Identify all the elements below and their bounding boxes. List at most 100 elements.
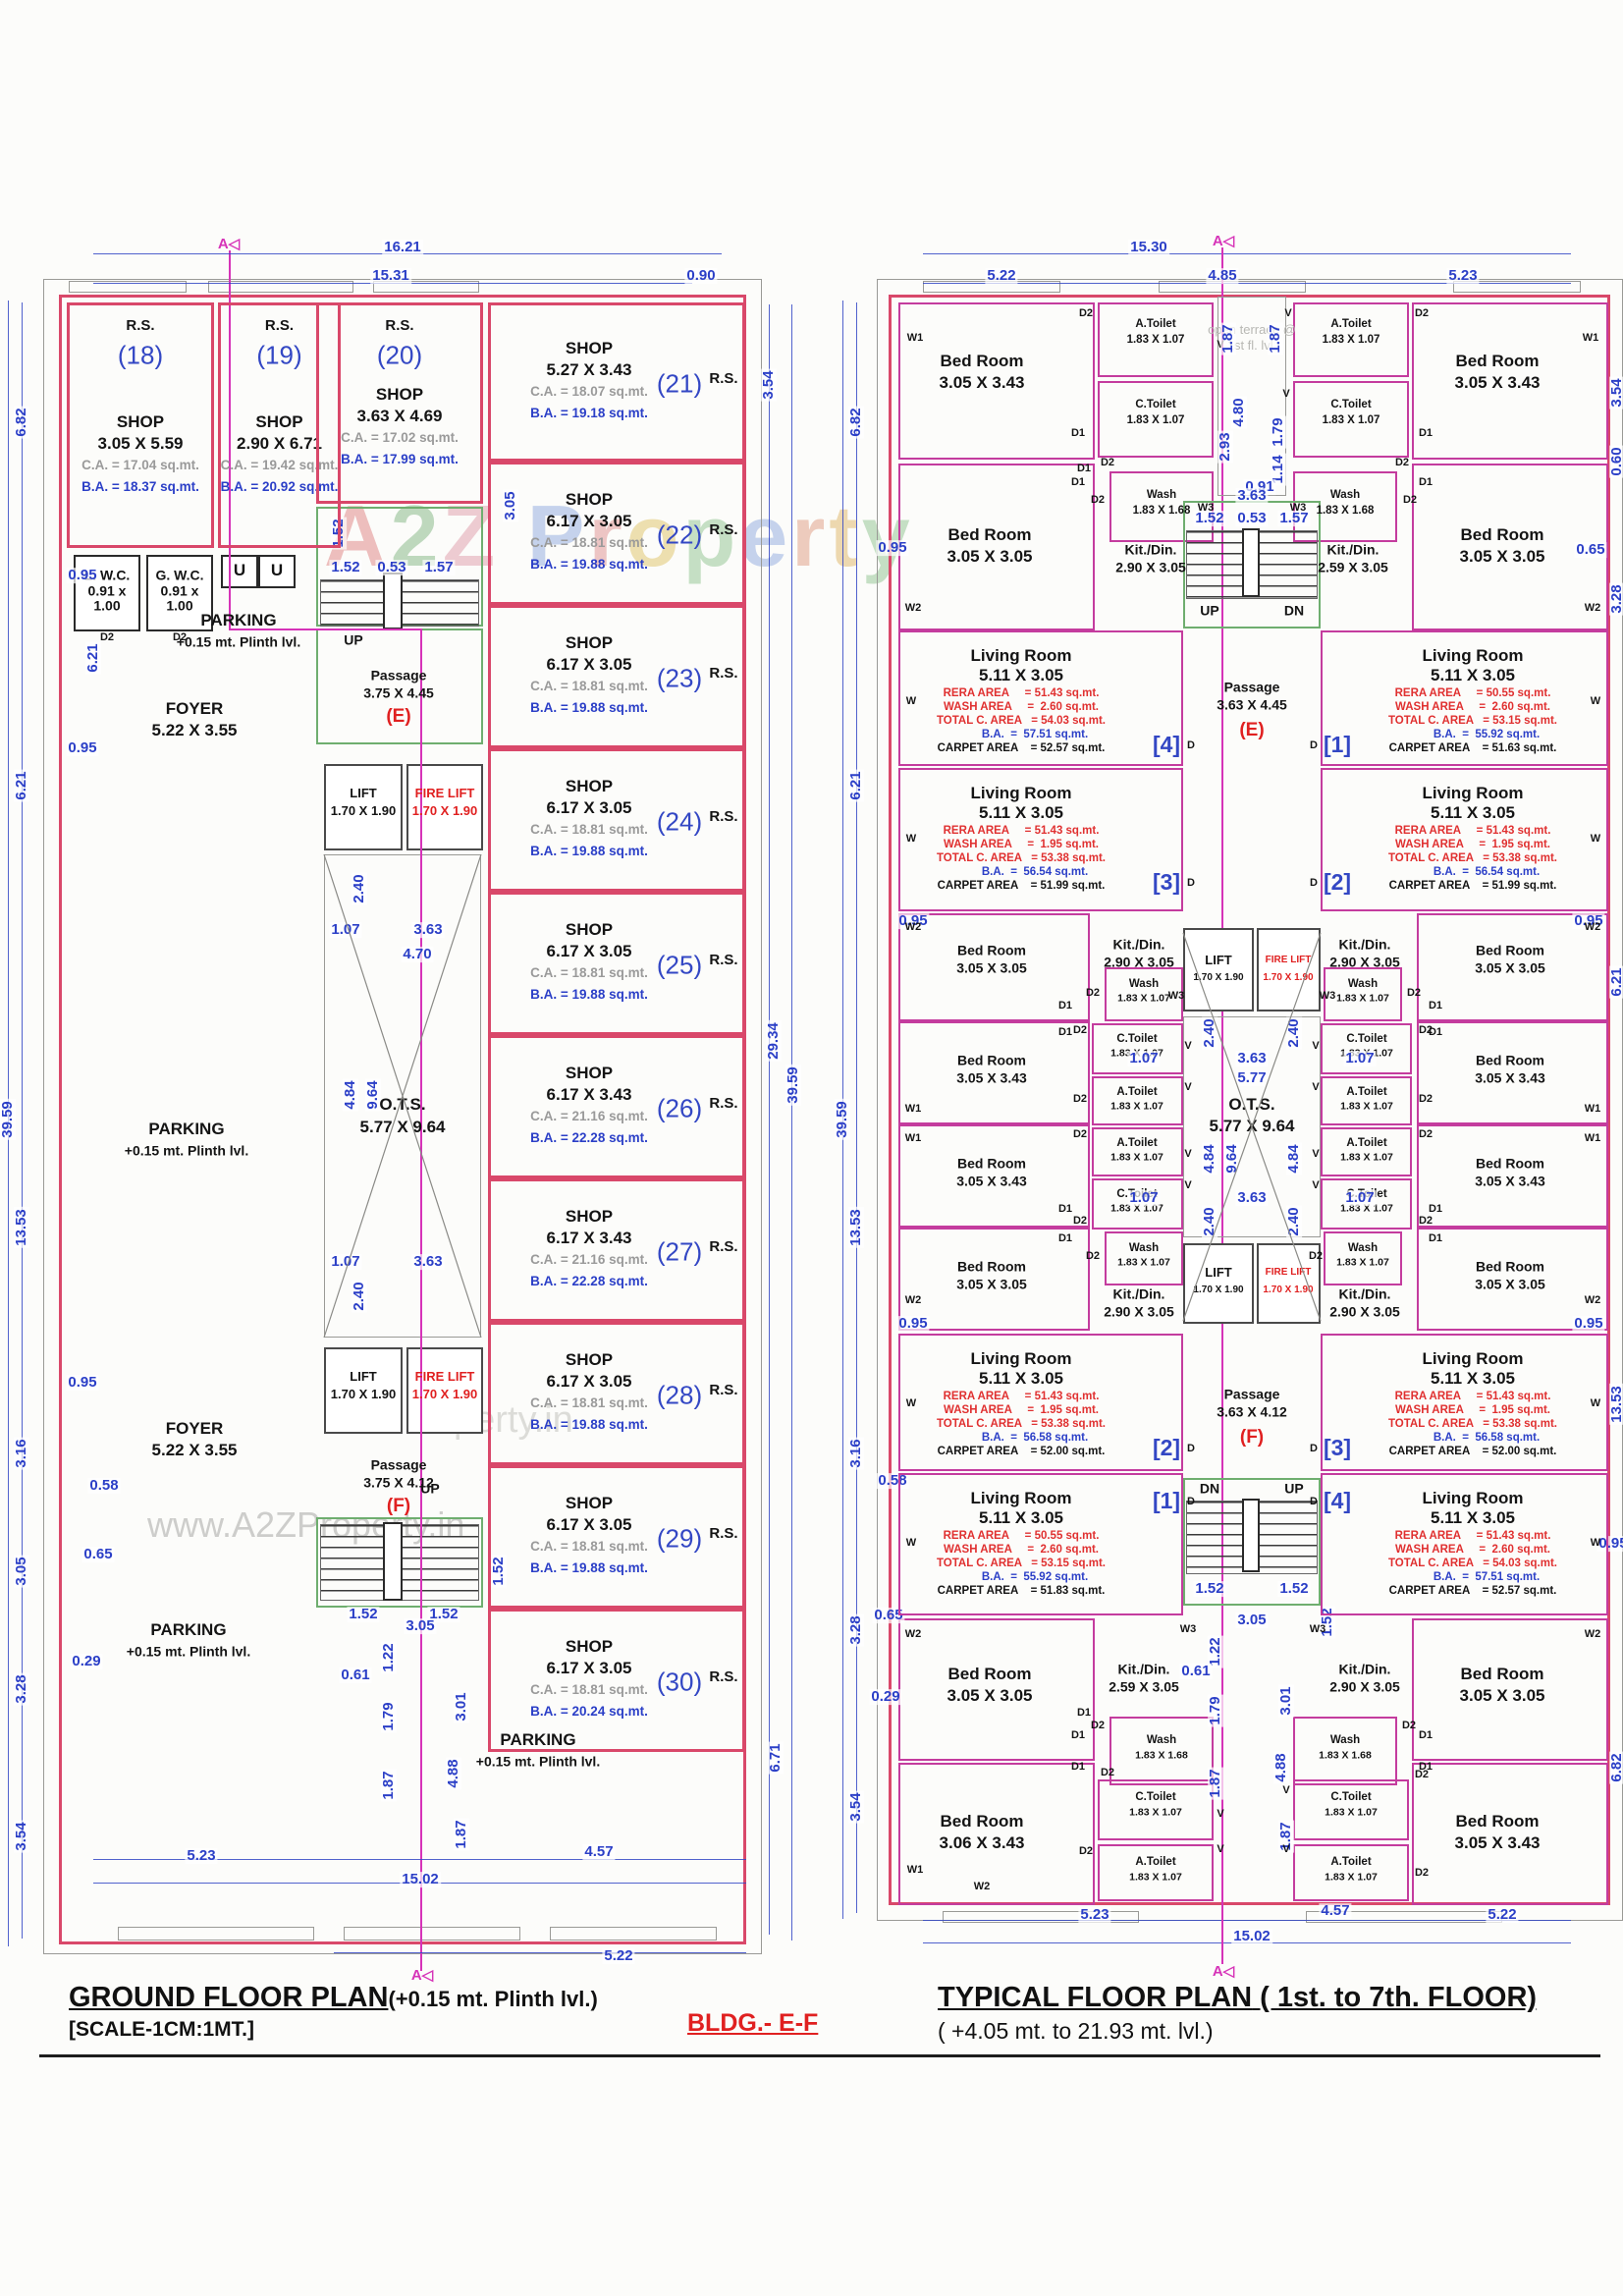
dim-label: 0.95 xyxy=(896,912,930,930)
area-table-row: TOTAL C. AREA = 54.03 sq.mt. xyxy=(1387,1557,1558,1569)
shop-number: (27) xyxy=(656,1236,703,1267)
door-window-label: D1 xyxy=(1057,1026,1073,1039)
room-label: Bed Room xyxy=(1455,1812,1540,1831)
door-window-label: D2 xyxy=(1085,1250,1101,1263)
dim-label: 1.87 xyxy=(1219,322,1237,355)
room-wall xyxy=(1092,1127,1183,1176)
rs-label: R.S. xyxy=(385,317,414,335)
area-table-row: TOTAL C. AREA = 53.38 sq.mt. xyxy=(1387,1417,1558,1430)
door-window-label: D2 xyxy=(1418,1128,1434,1141)
door-window-label: W1 xyxy=(906,332,924,345)
shop-number: (22) xyxy=(656,519,703,550)
door-window-label: D2 xyxy=(1072,1093,1088,1106)
room-label: Bed Room xyxy=(940,352,1024,371)
room-label: 1.83 X 1.07 xyxy=(1126,333,1185,346)
room-label: FOYER xyxy=(165,1419,224,1439)
room-label: C.Toilet xyxy=(1116,1032,1158,1045)
dim-label: 0.95 xyxy=(1572,1315,1605,1333)
room-label: A.Toilet xyxy=(1346,1136,1387,1149)
dim-label: 0.53 xyxy=(375,559,408,576)
door-window-label: D1 xyxy=(1057,1000,1073,1012)
dim-label: 1.52 xyxy=(427,1606,460,1623)
rs-label: R.S. xyxy=(709,370,738,388)
room-label: 2.90 X 6.71 xyxy=(237,434,322,454)
lift-shaft xyxy=(324,1347,403,1434)
door-window-label: W2 xyxy=(904,602,922,615)
door-window-label: V xyxy=(1282,388,1290,401)
room-label: 6.17 X 3.05 xyxy=(546,798,632,818)
dim-label: 3.05 xyxy=(404,1617,437,1635)
dim-label: 1.07 xyxy=(329,921,362,939)
door-window-label: V xyxy=(1282,1843,1290,1856)
door-window-label: D1 xyxy=(1070,427,1086,440)
watermark-letter: r xyxy=(588,487,626,584)
room-wall xyxy=(488,605,745,748)
room-wall xyxy=(1321,1178,1412,1230)
room-label: SHOP xyxy=(565,1494,614,1513)
dim-label: 39.59 xyxy=(0,1099,17,1140)
dimension-rail xyxy=(923,1920,1571,1921)
carpet-area-label: C.A. = 18.81 sq.mt. xyxy=(530,964,648,980)
room-label: 5.11 X 3.05 xyxy=(1430,666,1516,685)
room-label: C.Toilet xyxy=(1346,1032,1387,1045)
dim-label: 1.57 xyxy=(1277,510,1311,527)
area-table-row: WASH AREA = 1.95 sq.mt. xyxy=(944,1403,1099,1416)
room-wall xyxy=(488,1465,745,1609)
door-window-label: D2 xyxy=(1072,1128,1088,1141)
door-window-label: W xyxy=(1590,1397,1601,1410)
door-window-label: D2 xyxy=(1072,1215,1088,1228)
area-table-row: WASH AREA = 2.60 sq.mt. xyxy=(1395,1543,1550,1556)
dim-label: 0.65 xyxy=(81,1546,115,1563)
dimension-rail xyxy=(923,283,1571,284)
lift-label: 1.70 X 1.90 xyxy=(330,1387,397,1402)
dim-label: 1.07 xyxy=(1127,1050,1161,1067)
door-window-label: D1 xyxy=(1076,1707,1092,1720)
door-window-label: W1 xyxy=(906,1864,924,1877)
room-label: A.Toilet xyxy=(1330,1855,1372,1868)
room-wall xyxy=(488,892,745,1035)
room-label: 6.17 X 3.05 xyxy=(546,1659,632,1678)
door-window-label: D2 xyxy=(99,631,115,644)
room-label: Bed Room xyxy=(957,942,1026,958)
area-table-row: B.A. = 56.58 sq.mt. xyxy=(981,1431,1089,1444)
room-label: 5.11 X 3.05 xyxy=(978,803,1064,823)
room-label: 1.83 X 1.07 xyxy=(1336,1256,1389,1269)
room-label: PARKING xyxy=(500,1730,576,1750)
shop-number: (23) xyxy=(656,663,703,693)
room-label: SHOP xyxy=(565,1350,614,1370)
building-label-block: BLDG.- E-F xyxy=(687,2009,818,2038)
rs-label: R.S. xyxy=(709,1525,738,1543)
door-window-label: V xyxy=(1284,307,1292,320)
room-label: SHOP xyxy=(565,339,614,358)
room-label: Bed Room xyxy=(1476,1052,1544,1068)
room-wall xyxy=(898,630,1183,766)
dim-label: 0.95 xyxy=(1572,912,1605,930)
room-wall xyxy=(1293,1717,1397,1785)
dim-label: 4.57 xyxy=(1319,1902,1352,1920)
dim-label: 0.95 xyxy=(1596,1536,1623,1552)
door-window-label: V xyxy=(1312,1148,1320,1161)
room-label: 5.77 X 9.64 xyxy=(359,1118,446,1137)
room-label: +0.15 mt. Plinth lvl. xyxy=(475,1753,601,1770)
dim-label: 16.21 xyxy=(382,239,423,256)
room-label: C.Toilet xyxy=(1330,1790,1372,1803)
room-label: 1.83 X 1.07 xyxy=(1129,1871,1182,1884)
door-window-label: D1 xyxy=(1418,427,1434,440)
building-label: BLDG.- E-F xyxy=(687,2009,819,2037)
builtup-area-label: B.A. = 17.99 sq.mt. xyxy=(341,452,459,467)
area-table-row: CARPET AREA = 52.00 sq.mt. xyxy=(937,1445,1106,1457)
area-table-row: RERA AREA = 51.43 sq.mt. xyxy=(1394,1390,1551,1402)
dim-label: 39.59 xyxy=(784,1065,802,1106)
area-table-row: WASH AREA = 2.60 sq.mt. xyxy=(944,700,1099,713)
room-label: 6.17 X 3.05 xyxy=(546,512,632,531)
dim-label: 15.31 xyxy=(370,267,411,285)
room-wall xyxy=(1321,1473,1608,1615)
room-label: 2.90 X 3.05 xyxy=(1104,1303,1174,1320)
dim-label: 4.84 xyxy=(1285,1142,1303,1175)
dim-label: 0.58 xyxy=(87,1477,121,1495)
door-window-label: W2 xyxy=(1584,1294,1601,1307)
unit-number: [3] xyxy=(1323,1434,1352,1460)
room-label: 1.83 X 1.07 xyxy=(1126,413,1185,426)
door-window-label: W1 xyxy=(1584,1103,1601,1116)
dim-label: 13.53 xyxy=(1608,1384,1623,1425)
